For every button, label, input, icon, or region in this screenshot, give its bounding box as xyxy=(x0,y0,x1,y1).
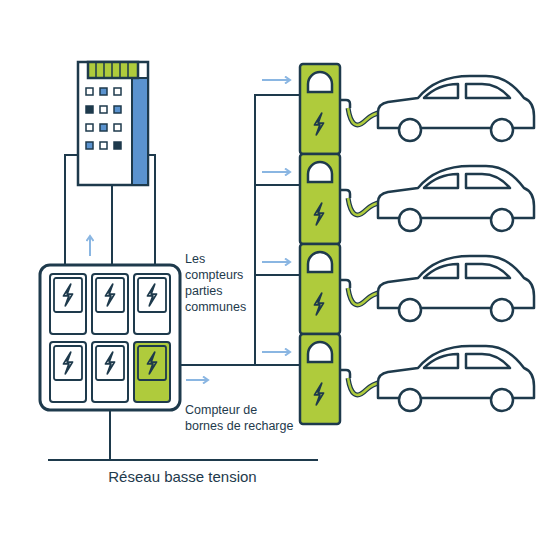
meter-group-label: Les compteurs parties communes xyxy=(185,251,257,315)
meter-panel xyxy=(40,258,180,410)
flow-arrows xyxy=(186,80,290,380)
meter-label: Compteur de bornes de recharge xyxy=(185,402,295,434)
wiring xyxy=(48,95,318,460)
cars xyxy=(378,76,534,411)
network-label: Réseau basse tension xyxy=(60,467,305,487)
building xyxy=(65,62,155,265)
